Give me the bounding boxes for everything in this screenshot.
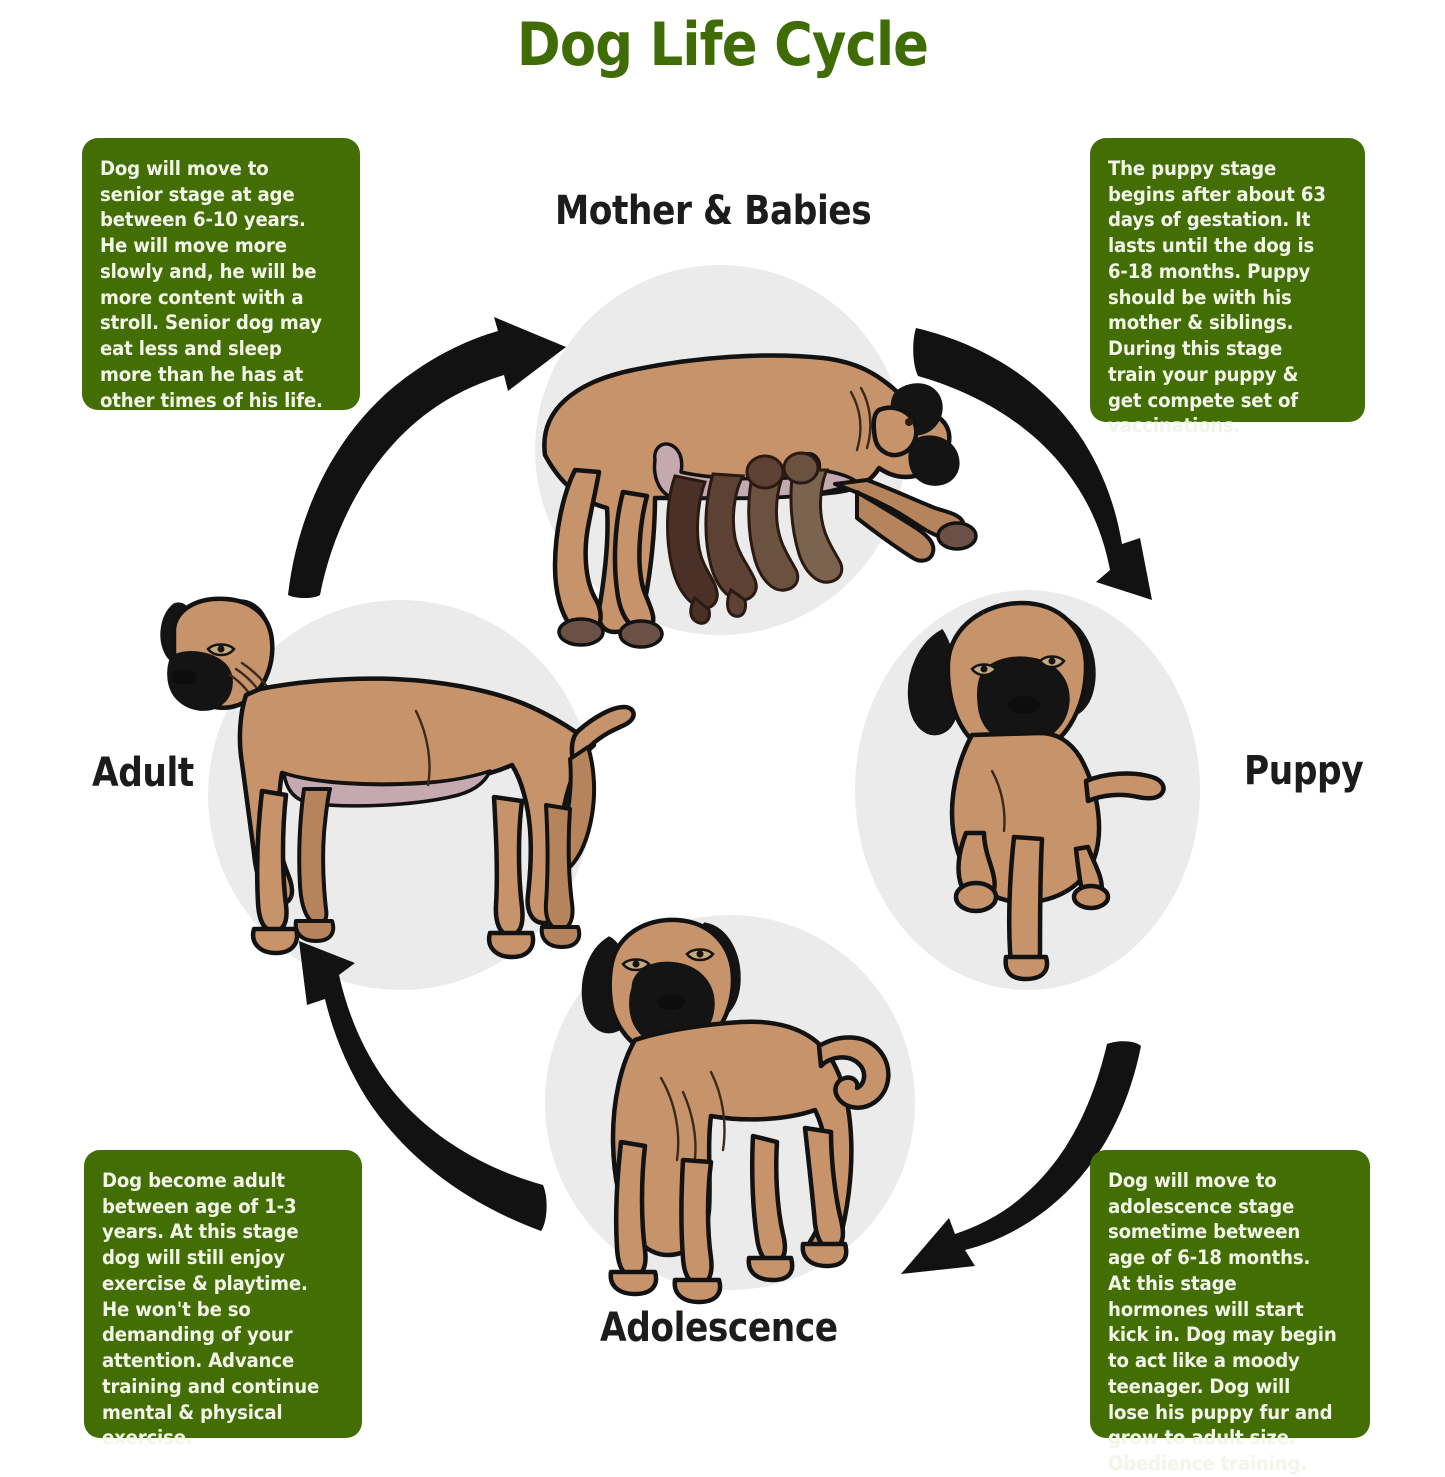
callout-senior-stage: Dog will move to senior stage at age bet…: [82, 138, 360, 412]
callout-adult-text: Dog become adult between age of 1-3 year…: [102, 1169, 320, 1450]
callout-adolescence-stage: Dog will move to adolescence stage somet…: [1090, 1150, 1370, 1475]
callout-puppy-stage: The puppy stage begins after about 63 da…: [1090, 138, 1365, 437]
stage-label-adolescence: Adolescence: [600, 1305, 838, 1351]
adult-illustration: [160, 596, 636, 960]
callout-puppy-text: The puppy stage begins after about 63 da…: [1108, 157, 1326, 438]
stage-label-mother: Mother & Babies: [555, 188, 872, 234]
adolescence-illustration: [581, 917, 891, 1305]
arrow-mother-to-puppy: [913, 328, 1152, 600]
stage-label-adult: Adult: [92, 750, 194, 796]
infographic-canvas: Dog Life Cycle: [82, 10, 1370, 1475]
arrow-adolescence-to-adult: [299, 941, 547, 1231]
callout-senior-text: Dog will move to senior stage at age bet…: [100, 157, 323, 412]
arrow-adult-to-mother: [288, 317, 566, 598]
puppy-illustration: [907, 600, 1166, 982]
stage-label-puppy: Puppy: [1244, 748, 1364, 794]
page-title: Dog Life Cycle: [516, 10, 929, 80]
callout-adolescence-text: Dog will move to adolescence stage somet…: [1108, 1169, 1337, 1476]
callout-adult-stage: Dog become adult between age of 1-3 year…: [84, 1150, 362, 1449]
mother-babies-illustration: [542, 353, 978, 649]
